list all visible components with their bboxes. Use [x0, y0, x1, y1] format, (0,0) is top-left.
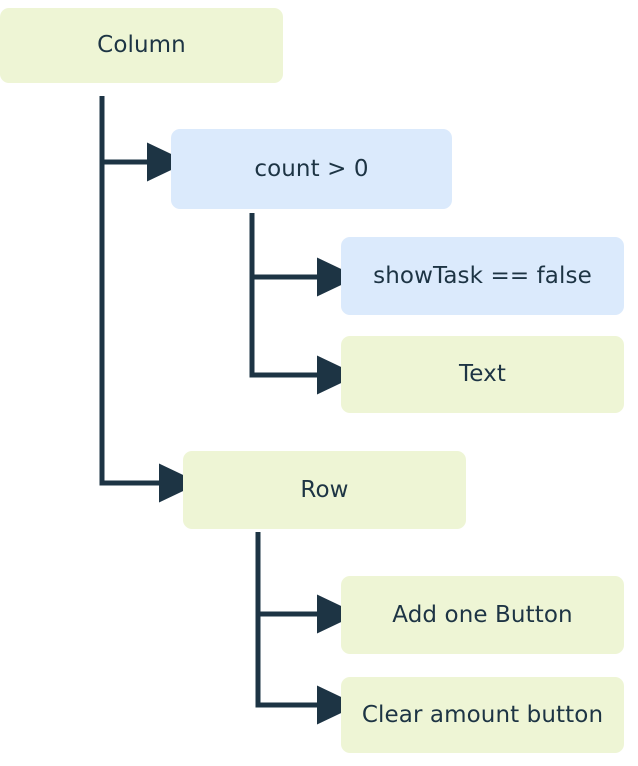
edge-count-to-text	[249, 277, 358, 395]
edge-column-to-row	[99, 162, 200, 503]
edge-row-to-addone	[255, 532, 358, 634]
node-clear-amount-button[interactable]: Clear amount button	[341, 677, 624, 753]
node-column[interactable]: Column	[0, 8, 283, 83]
edge-column-to-count	[99, 96, 188, 182]
node-showtask-equals-false[interactable]: showTask == false	[341, 237, 624, 315]
node-row[interactable]: Row	[183, 451, 466, 529]
edge-count-to-showtask	[249, 213, 358, 297]
edge-row-to-clearamount	[255, 614, 358, 725]
node-count-greater-than-zero[interactable]: count > 0	[171, 129, 452, 209]
node-text[interactable]: Text	[341, 336, 624, 413]
node-add-one-button[interactable]: Add one Button	[341, 576, 624, 654]
